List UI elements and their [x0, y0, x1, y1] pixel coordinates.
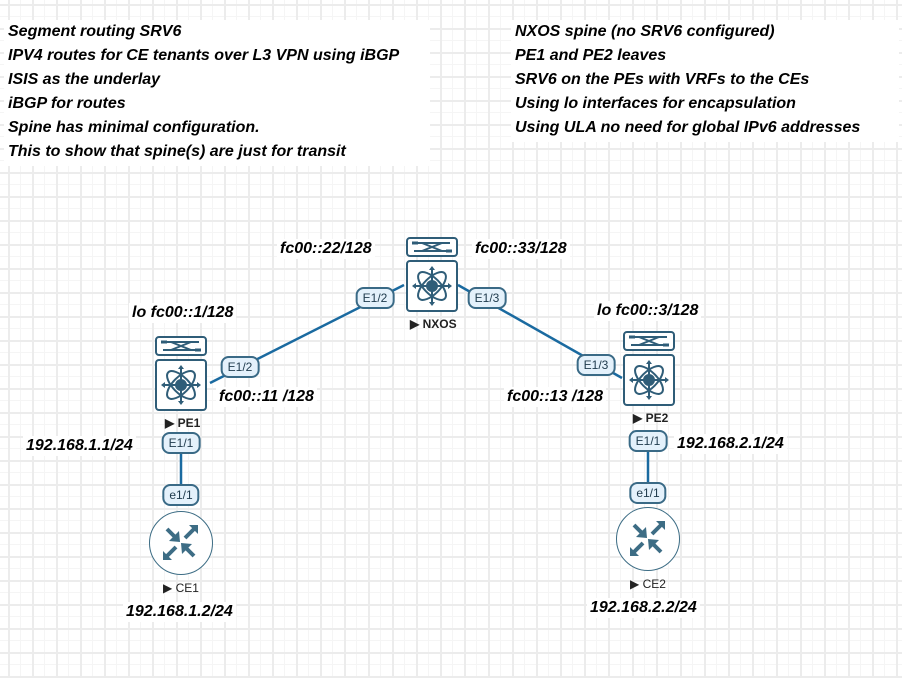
node-label-pe2: ▶ PE2: [633, 411, 669, 425]
pe2-loopback-address: lo fc00::3/128: [594, 301, 702, 321]
nexus-switch-icon: [406, 260, 458, 312]
nxos-e12-address: fc00::22/128: [277, 239, 375, 259]
interface-ce2-e11[interactable]: e1/1: [629, 482, 667, 504]
node-label-ce1: ▶ CE1: [163, 581, 199, 595]
note-line: NXOS spine (no SRV6 configured): [515, 23, 775, 40]
node-name: PE2: [645, 411, 669, 425]
note-line: iBGP for routes: [8, 95, 126, 112]
note-line: Using lo interfaces for encapsulation: [515, 95, 796, 112]
note-line: Using ULA no need for global IPv6 addres…: [515, 119, 861, 136]
switch-top-icon: [406, 237, 458, 257]
interface-pe1-e11[interactable]: E1/1: [161, 432, 201, 454]
node-label-pe1: ▶ PE1: [165, 416, 201, 430]
note-line: IPV4 routes for CE tenants over L3 VPN u…: [8, 47, 400, 64]
ce1-address: 192.168.1.2/24: [123, 602, 236, 622]
pe2-e13-address: fc00::13 /128: [504, 387, 607, 407]
interface-pe2-e13[interactable]: E1/3: [576, 354, 616, 376]
node-label-nxos: ▶ NXOS: [410, 317, 457, 331]
interface-pe1-e12[interactable]: E1/2: [220, 356, 260, 378]
note-line: PE1 and PE2 leaves: [515, 47, 667, 64]
pe2-e11-address: 192.168.2.1/24: [674, 434, 787, 454]
node-name: CE2: [642, 577, 666, 591]
pe1-e11-address: 192.168.1.1/24: [23, 436, 136, 456]
pe1-e12-address: fc00::11 /128: [216, 387, 317, 407]
ce2-address: 192.168.2.2/24: [587, 598, 700, 618]
switch-top-icon: [155, 336, 207, 356]
interface-ce1-e11[interactable]: e1/1: [162, 484, 200, 506]
note-line: Segment routing SRV6: [8, 23, 182, 40]
interface-pe2-e11[interactable]: E1/1: [628, 430, 668, 452]
note-line: Spine has minimal configuration.: [8, 119, 260, 136]
note-line: This to show that spine(s) are just for …: [8, 143, 346, 160]
router-icon: [149, 511, 213, 575]
nexus-switch-icon: [155, 359, 207, 411]
note-line: ISIS as the underlay: [8, 71, 161, 88]
pe1-loopback-address: lo fc00::1/128: [129, 303, 237, 323]
notes-right: NXOS spine (no SRV6 configured) PE1 and …: [511, 20, 899, 142]
note-line: SRV6 on the PEs with VRFs to the CEs: [515, 71, 810, 88]
node-name: CE1: [175, 581, 199, 595]
switch-top-icon: [623, 331, 675, 351]
node-name: NXOS: [422, 317, 457, 331]
nxos-e13-address: fc00::33/128: [472, 239, 570, 259]
router-icon: [616, 507, 680, 571]
node-label-ce2: ▶ CE2: [630, 577, 666, 591]
node-name: PE1: [177, 416, 201, 430]
interface-nxos-e13[interactable]: E1/3: [467, 287, 507, 309]
notes-left: Segment routing SRV6 IPV4 routes for CE …: [4, 20, 430, 166]
nexus-switch-icon: [623, 354, 675, 406]
interface-nxos-e12[interactable]: E1/2: [355, 287, 395, 309]
